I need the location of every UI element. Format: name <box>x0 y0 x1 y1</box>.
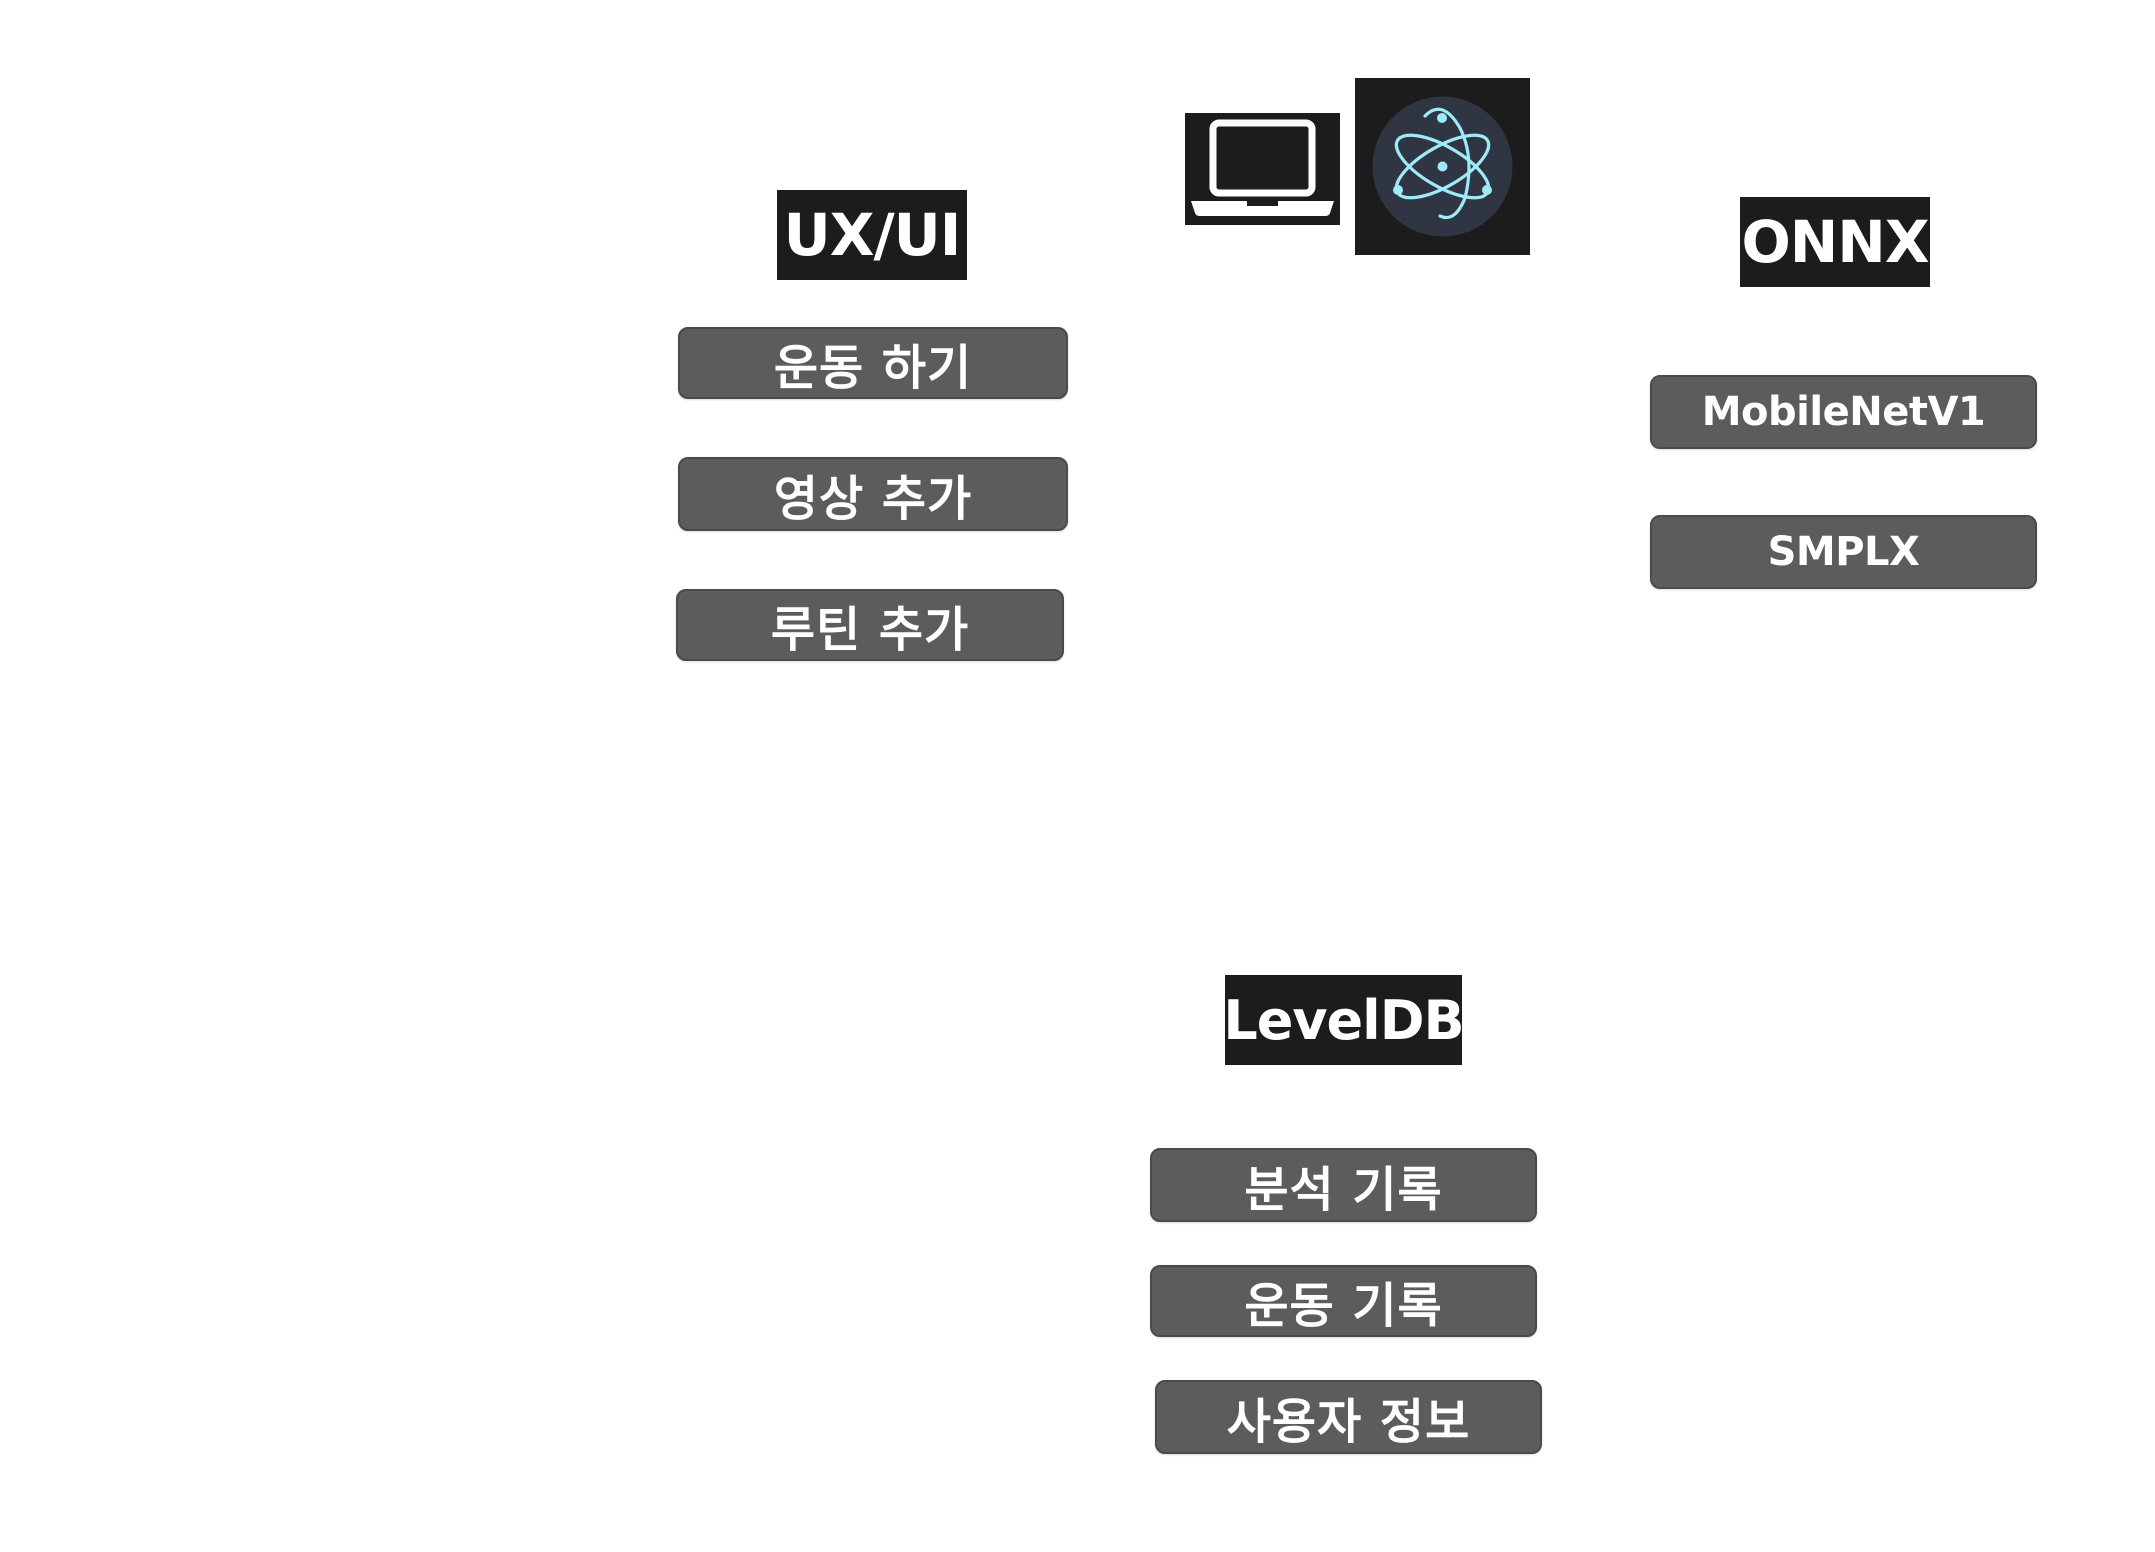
leveldb-item-workout-history: 운동 기록 <box>1150 1265 1537 1337</box>
ux-ui-item-add-video: 영상 추가 <box>678 457 1068 531</box>
ux-ui-title: UX/UI <box>777 190 967 280</box>
laptop-icon-box <box>1185 113 1340 225</box>
leveldb-title: LevelDB <box>1223 975 1465 1065</box>
ux-ui-item-workout: 운동 하기 <box>678 327 1068 399</box>
laptop-icon <box>1191 119 1334 216</box>
ux-ui-item-add-routine: 루틴 추가 <box>676 589 1064 661</box>
leveldb-item-user-info: 사용자 정보 <box>1155 1380 1542 1454</box>
onnx-item-smplx: SMPLX <box>1650 515 2037 589</box>
electron-atom-icon <box>1372 96 1513 237</box>
onnx-title: ONNX <box>1740 197 1930 287</box>
electron-icon-box <box>1355 78 1530 255</box>
onnx-item-mobilenet: MobileNetV1 <box>1650 375 2037 449</box>
leveldb-item-analysis-history: 분석 기록 <box>1150 1148 1537 1222</box>
